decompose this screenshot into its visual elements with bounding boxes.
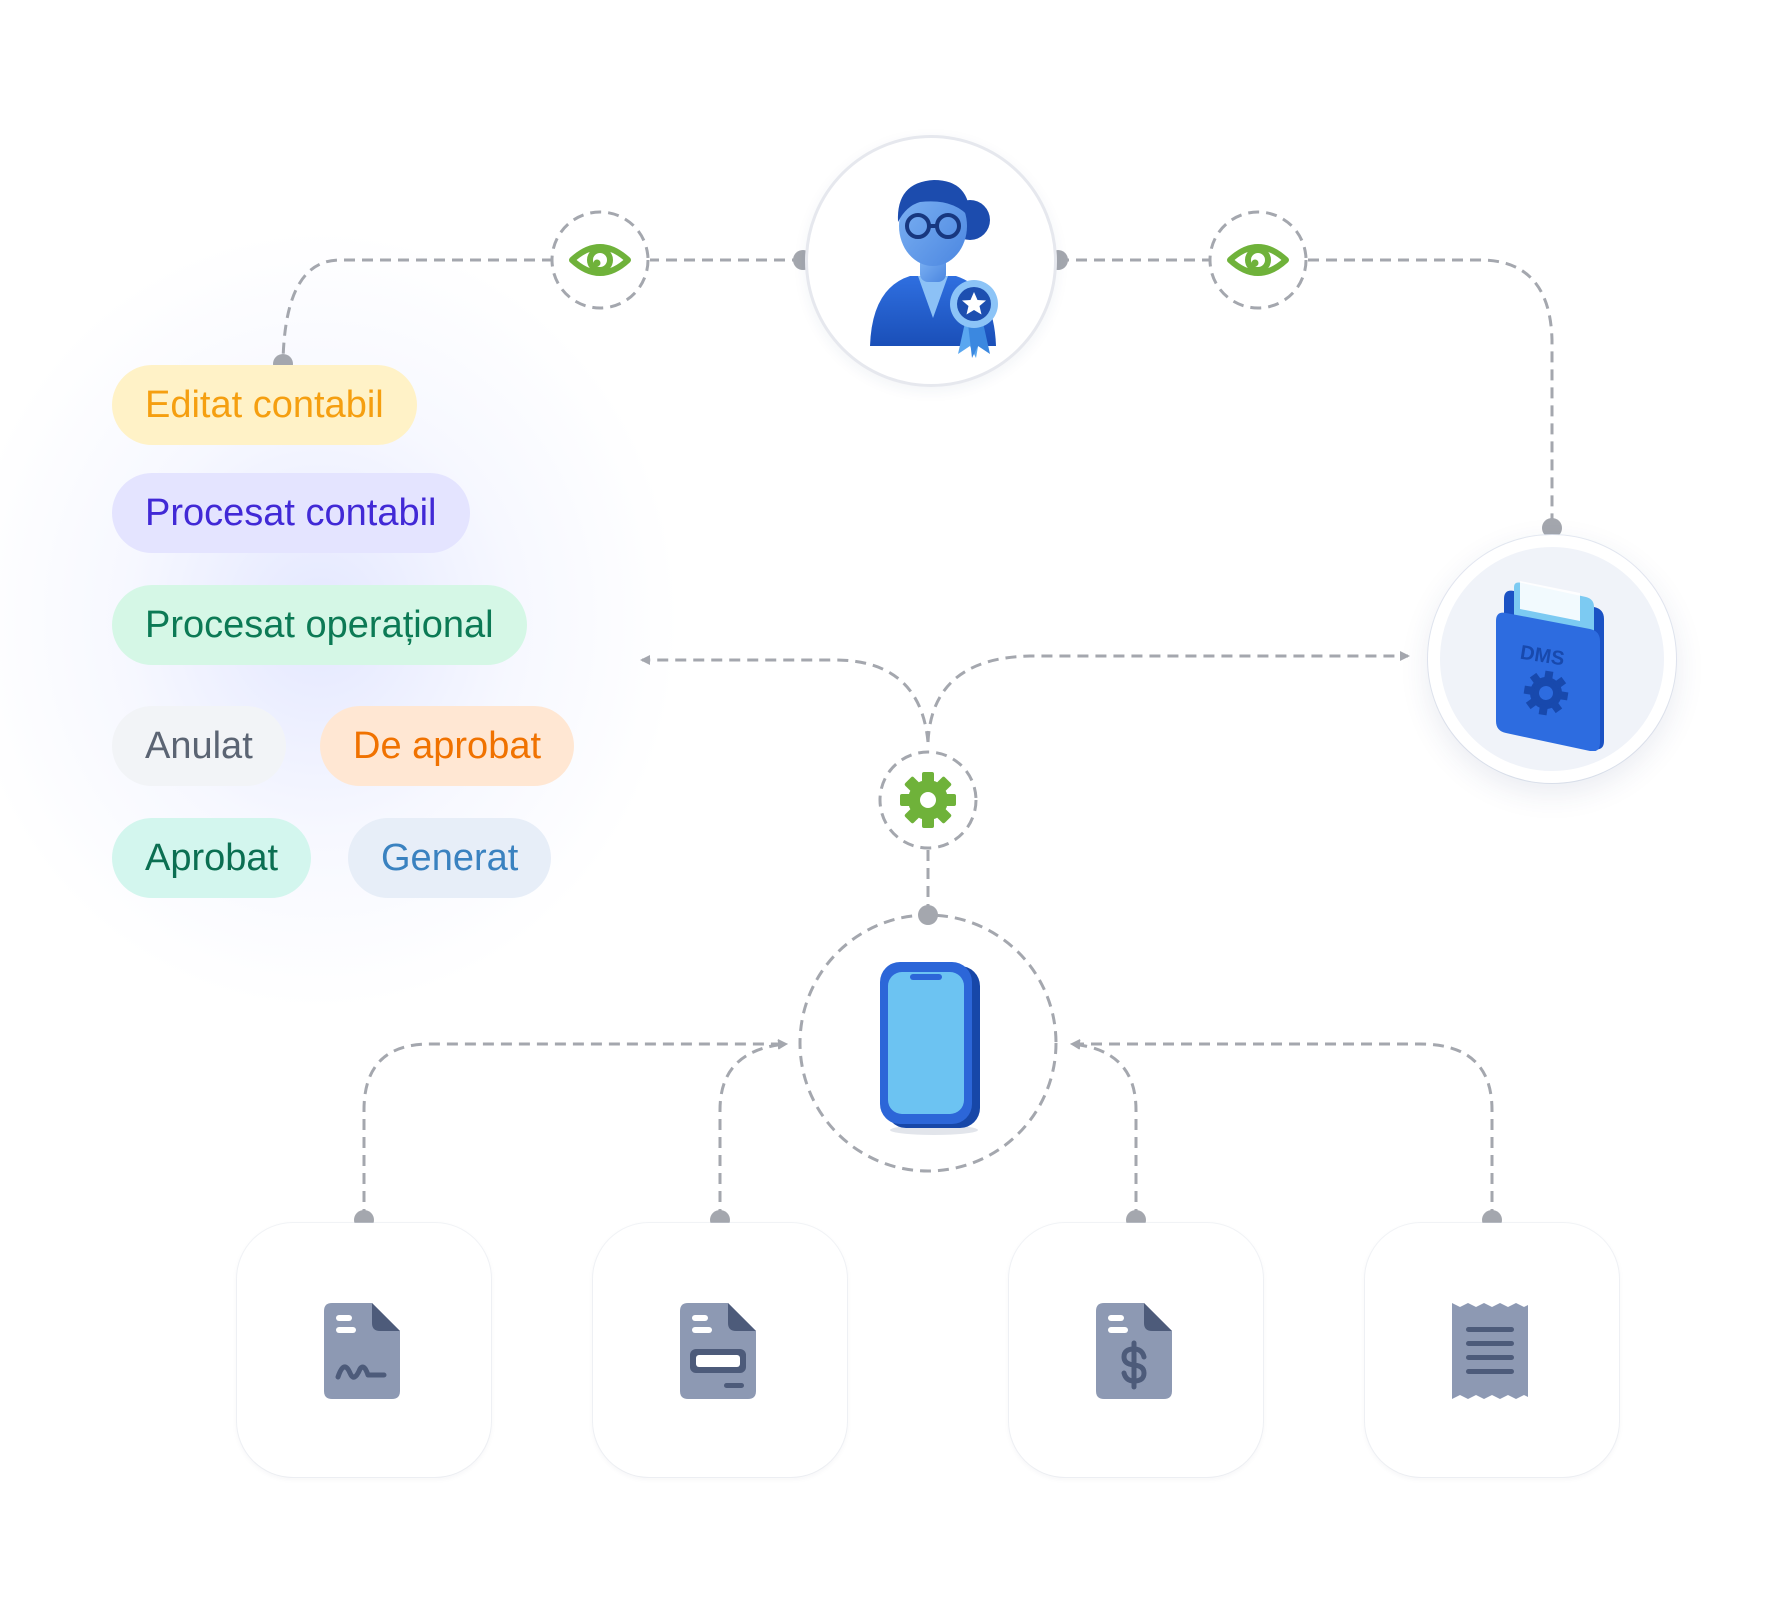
arrow-gear-to-status [640, 655, 930, 743]
status-pill-de-aprobat: De aprobat [320, 706, 575, 786]
ring-gear [878, 750, 978, 850]
mobile-phone-icon [880, 962, 980, 1135]
arrow-doc4-to-phone [1070, 1039, 1494, 1220]
arrow-doc3-to-phone [1070, 1039, 1138, 1220]
connector-eye-left-status [281, 258, 553, 363]
status-pill-editat-contabil: Editat contabil [112, 365, 417, 445]
connector-eye-right-dms [1308, 258, 1554, 528]
dot-phone [918, 905, 938, 925]
invoice-document-icon [1096, 1303, 1172, 1399]
dms-node: DMS [1428, 535, 1676, 783]
ring-eye-left [550, 210, 650, 310]
document-card-invoice [1009, 1223, 1263, 1477]
dms-folder-icon: DMS [1496, 581, 1604, 751]
gear-icon [900, 772, 956, 828]
signed-document-icon [324, 1303, 400, 1399]
document-card-form [593, 1223, 847, 1477]
card-document-icon [680, 1303, 756, 1399]
eye-icon [1227, 244, 1289, 276]
accountant-node [805, 135, 1057, 387]
status-pill-aprobat: Aprobat [112, 818, 312, 898]
accountant-avatar-icon [870, 180, 998, 358]
receipt-icon [1452, 1303, 1528, 1399]
status-pill-procesat-operational: Procesat operațional [112, 585, 527, 665]
status-pill-procesat-contabil: Procesat contabil [112, 473, 470, 553]
status-pill-anulat: Anulat [112, 706, 286, 786]
status-pill-generat: Generat [348, 818, 552, 898]
document-card-receipt [1365, 1223, 1619, 1477]
arrow-doc1-to-phone [362, 1039, 788, 1220]
arrow-gear-to-dms [926, 651, 1410, 743]
dot-dms [1542, 518, 1562, 538]
eye-icon [569, 244, 631, 276]
arrow-doc2-to-phone [718, 1039, 788, 1220]
document-card-signed [237, 1223, 491, 1477]
ring-eye-right [1208, 210, 1308, 310]
